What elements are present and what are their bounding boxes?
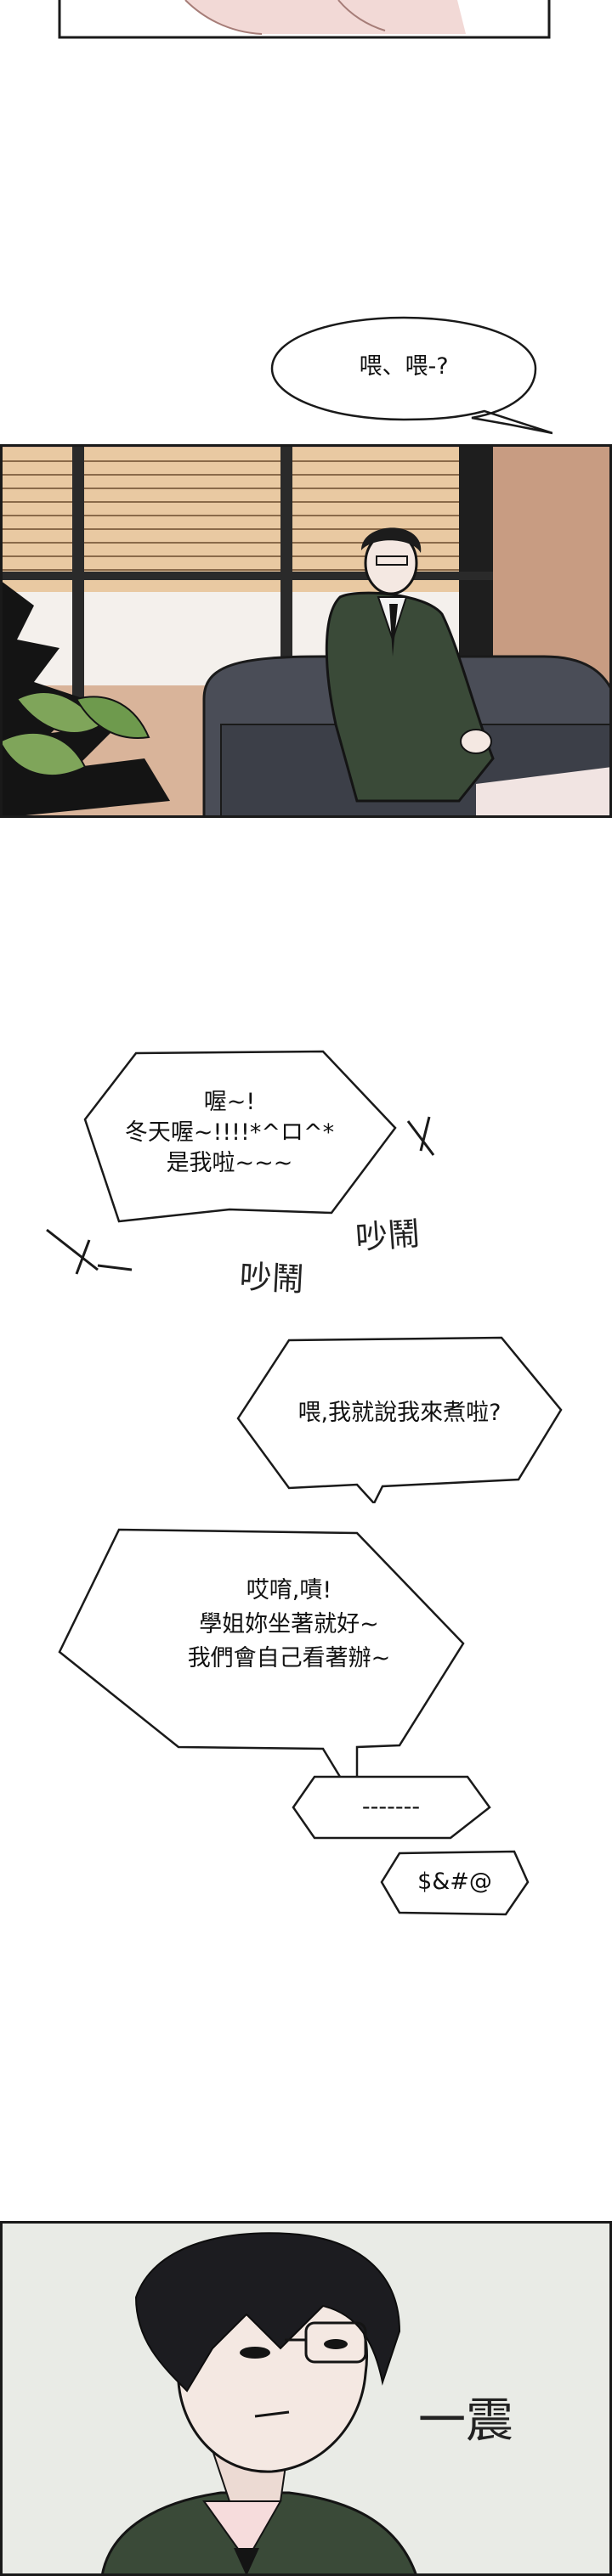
- bubble-curse-text: $&#@: [417, 1869, 492, 1895]
- speech-bubble-curse: $&#@: [378, 1846, 531, 1919]
- bubble-reply-line-3: 我們會自己看著辦~: [187, 1645, 391, 1671]
- panel-office-scene: [0, 444, 612, 818]
- bubble-dashes-text: -------: [361, 1794, 421, 1820]
- speech-bubble-hello: 喂、喂-?: [255, 313, 552, 440]
- office-illustration: [0, 444, 612, 818]
- bubble-greeting-line-1: 喔~!: [203, 1089, 256, 1115]
- speech-bubble-greeting: 喔~! 冬天喔~!!!!*^ロ^* 是我啦~~~: [51, 1043, 408, 1247]
- sfx-shock: 一震: [418, 2393, 513, 2449]
- speech-bubble-said: 喂,我就說我來煮啦?: [230, 1333, 570, 1503]
- closeup-illustration: [0, 2221, 612, 2576]
- bubble-hello-text: 喂、喂-?: [359, 353, 449, 380]
- speech-bubble-reply: 哎唷,嘖! 學姐妳坐著就好~ 我們會自己看著辦~: [51, 1525, 468, 1813]
- sfx-noisy-1: 吵鬧: [354, 1215, 422, 1257]
- speech-bubble-dashes: -------: [289, 1770, 493, 1846]
- sfx-scratch-left: [46, 1228, 133, 1275]
- sfx-noisy-2: 吵鬧: [238, 1258, 305, 1299]
- panel-top-fragment: [58, 0, 551, 41]
- bubble-reply-line-2: 學姐妳坐著就好~: [199, 1611, 379, 1637]
- man-in-suit: [325, 527, 495, 803]
- panel-closeup: 一震: [0, 2221, 612, 2576]
- bubble-reply-line-1: 哎唷,嘖!: [246, 1577, 332, 1604]
- bubble-greeting-line-2: 冬天喔~!!!!*^ロ^*: [124, 1119, 335, 1146]
- bubble-said-text: 喂,我就說我來煮啦?: [298, 1400, 502, 1426]
- sfx-scratch-right: [406, 1116, 435, 1156]
- bubble-greeting-line-3: 是我啦~~~: [166, 1150, 293, 1176]
- plant: [0, 580, 170, 818]
